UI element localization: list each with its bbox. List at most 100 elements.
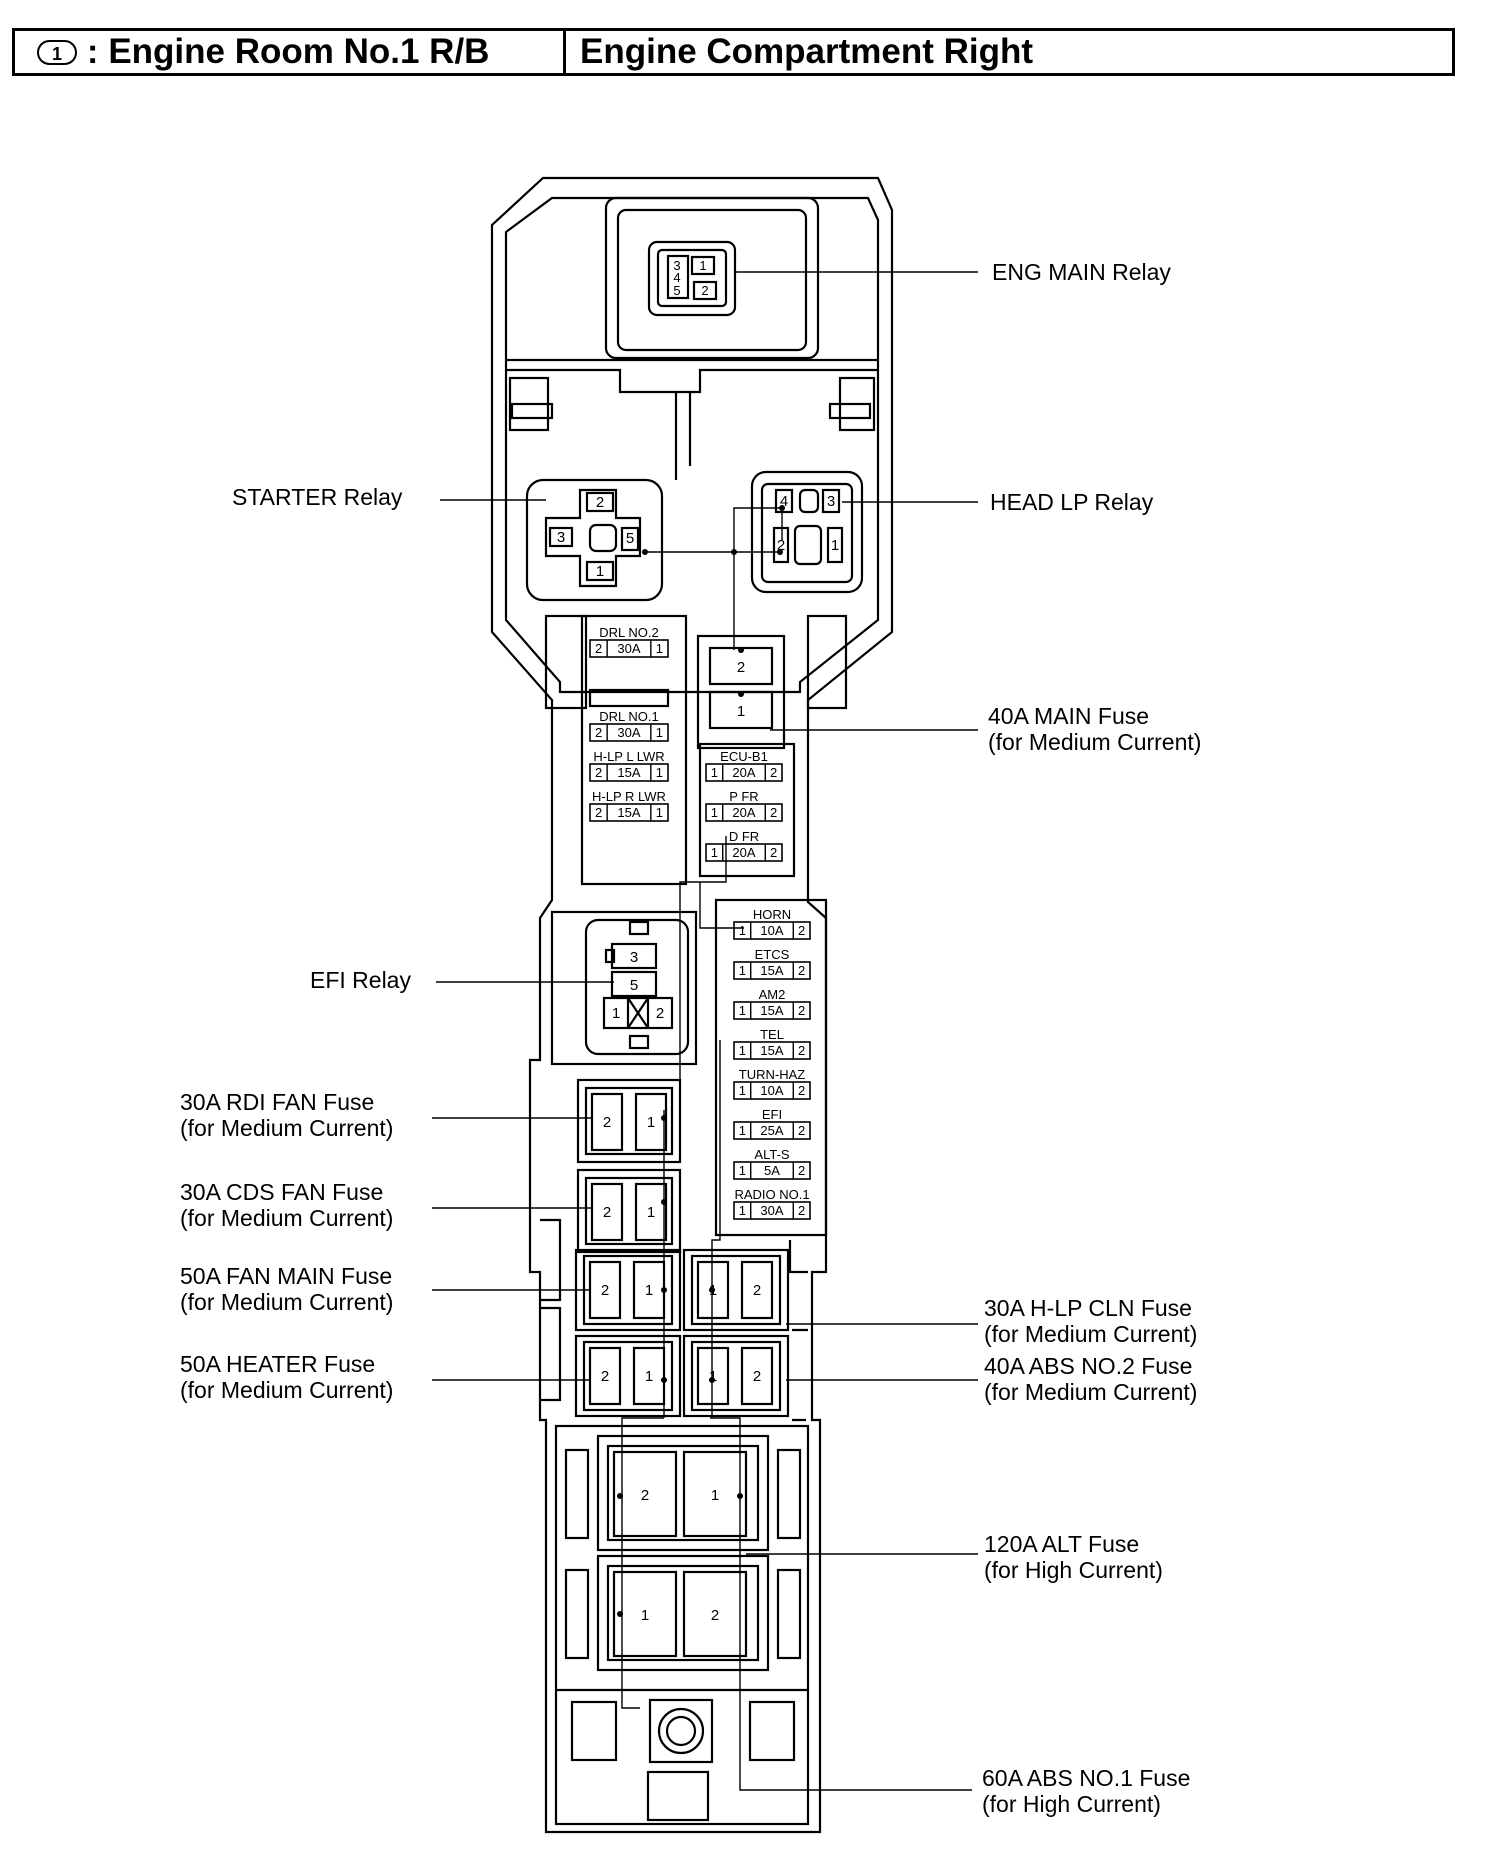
rib-left [544, 614, 588, 710]
header-title-left: Engine Room No.1 R/B [108, 32, 490, 71]
bottom-block-left [570, 1700, 618, 1762]
efi-term-5: 5 [630, 977, 638, 994]
fuse-term-b-horn: 2 [798, 923, 805, 938]
fuse-term-a-radio-no-1: 1 [739, 1203, 746, 1218]
eng-main-t2-box [692, 280, 718, 301]
fan-main-term-1: 1 [645, 1282, 653, 1299]
starter-t1-box [585, 560, 615, 582]
abs2-fuse-holder [682, 1334, 790, 1418]
head-lp-term-3: 3 [827, 493, 835, 510]
efi-term-3: 3 [630, 949, 638, 966]
fuse-term-a-turn-haz: 1 [739, 1083, 746, 1098]
fuse-term-a-alt-s: 1 [739, 1163, 746, 1178]
label-main-fuse-sub: (for Medium Current) [988, 729, 1201, 755]
eng-main-col [666, 254, 690, 300]
high-current-bay [554, 1424, 810, 1826]
heater-t2 [588, 1346, 622, 1406]
fuse-box-ecu-b1 [705, 763, 783, 782]
right-fuse-upper [698, 742, 796, 878]
fuse-box-etcs [733, 961, 811, 980]
label-hlp-cln-sub: (for Medium Current) [984, 1321, 1197, 1347]
fuse-box-drl-no-2 [589, 639, 669, 658]
eng-main-term-1: 1 [699, 258, 706, 273]
fuse-term-a-p-fr: 1 [711, 805, 718, 820]
rib-right [806, 614, 848, 710]
starter-term-5: 5 [626, 530, 634, 547]
efi-t5-box [610, 970, 658, 998]
side-slot-l2 [564, 1568, 590, 1660]
head-lp-center [798, 488, 820, 514]
side-slot-l1 [564, 1448, 590, 1540]
alt-t2 [612, 1450, 678, 1538]
alt-t1 [682, 1450, 748, 1538]
alt-fuse-inner [606, 1444, 760, 1542]
label-abs1: 60A ABS NO.1 Fuse [982, 1765, 1190, 1791]
head-lp-t1-box [826, 526, 844, 564]
label-alt: 120A ALT Fuse [984, 1531, 1139, 1557]
fuse-name-radio-no-1: RADIO NO.1 [734, 1187, 809, 1202]
rdi-fan-t2 [590, 1092, 624, 1152]
fuse-box-turn-haz [733, 1081, 811, 1100]
rdi-fan-fuse-holder [576, 1078, 682, 1164]
alt-term-1: 1 [711, 1487, 719, 1504]
hlp-cln-fuse-holder [682, 1248, 790, 1332]
fuse-box-p-fr [705, 803, 783, 822]
fuse-box-efi [733, 1121, 811, 1140]
clip-right-tab [828, 402, 872, 420]
fuse-term-a-etcs: 1 [739, 963, 746, 978]
efi-relay-tab-top [628, 920, 650, 936]
fuse-term-b-drl-no-1: 1 [656, 725, 663, 740]
side-slot-r1 [776, 1448, 802, 1540]
side-slot-r2 [776, 1568, 802, 1660]
hlp-cln-t1 [696, 1260, 730, 1320]
fuse-term-b-drl-no-2: 1 [656, 641, 663, 656]
efi-t3-box [610, 942, 658, 970]
abs1-term-2: 2 [711, 1607, 719, 1624]
fuse-amp-alt-s: 5A [764, 1163, 780, 1178]
eng-main-term-5: 5 [673, 283, 680, 298]
starter-t3-box [548, 526, 574, 548]
heater-term-1: 1 [645, 1368, 653, 1385]
fuse-amp-am2: 15A [760, 1003, 783, 1018]
fuse-term-b-am2: 2 [798, 1003, 805, 1018]
abs1-term-1: 1 [641, 1607, 649, 1624]
cds-fan-term-1: 1 [647, 1204, 655, 1221]
fuse-amp-turn-haz: 10A [760, 1083, 783, 1098]
label-efi-relay: EFI Relay [310, 967, 411, 993]
starter-term-3: 3 [557, 529, 565, 546]
fuse-term-a-horn: 1 [739, 923, 746, 938]
fuse-name-ecu-b1: ECU-B1 [720, 749, 768, 764]
header-bar: 1 : Engine Room No.1 R/B Engine Compartm… [12, 28, 1455, 76]
efi-cross-mark [626, 997, 650, 1029]
fuse-term-b-ecu-b1: 2 [770, 765, 777, 780]
cds-fan-fuse-inner [584, 1176, 674, 1246]
fuse-term-b-alt-s: 2 [798, 1163, 805, 1178]
fuse-name-d-fr: D FR [729, 829, 759, 844]
terminal-dots [617, 505, 785, 1617]
fuse-name-etcs: ETCS [755, 947, 790, 962]
fuse-amp-drl-no-2: 30A [617, 641, 640, 656]
head-lp-term-1: 1 [831, 537, 839, 554]
label-head-lp-relay: HEAD LP Relay [990, 489, 1154, 515]
rdi-fan-term-1: 1 [647, 1114, 655, 1131]
abs2-t1 [696, 1346, 730, 1406]
fuse-amp-radio-no-1: 30A [760, 1203, 783, 1218]
eng-main-bay-inner [616, 208, 808, 352]
fuse-term-b-turn-haz: 2 [798, 1083, 805, 1098]
terminal-numbers: 3 4 5 1 2 2 3 5 1 4 3 2 1 2 1 3 5 1 2 2 … [557, 258, 839, 1624]
fuse-term-a-tel: 1 [739, 1043, 746, 1058]
cds-fan-t1 [634, 1182, 668, 1242]
efi-term-2: 2 [656, 1005, 664, 1022]
label-heater: 50A HEATER Fuse [180, 1351, 375, 1377]
fuse-amp-drl-no-1: 30A [617, 725, 640, 740]
head-lp-mid [793, 524, 823, 566]
rdi-fan-t1 [634, 1092, 668, 1152]
fuse-term-a-efi: 1 [739, 1123, 746, 1138]
fuse-box-h-lp-l-lwr [589, 763, 669, 782]
abs2-term-2: 2 [753, 1368, 761, 1385]
fuse-name-h-lp-l-lwr: H-LP L LWR [593, 749, 664, 764]
efi-term-1: 1 [612, 1005, 620, 1022]
abs1-fuse-inner [606, 1564, 760, 1662]
fan-main-term-2: 2 [601, 1282, 609, 1299]
